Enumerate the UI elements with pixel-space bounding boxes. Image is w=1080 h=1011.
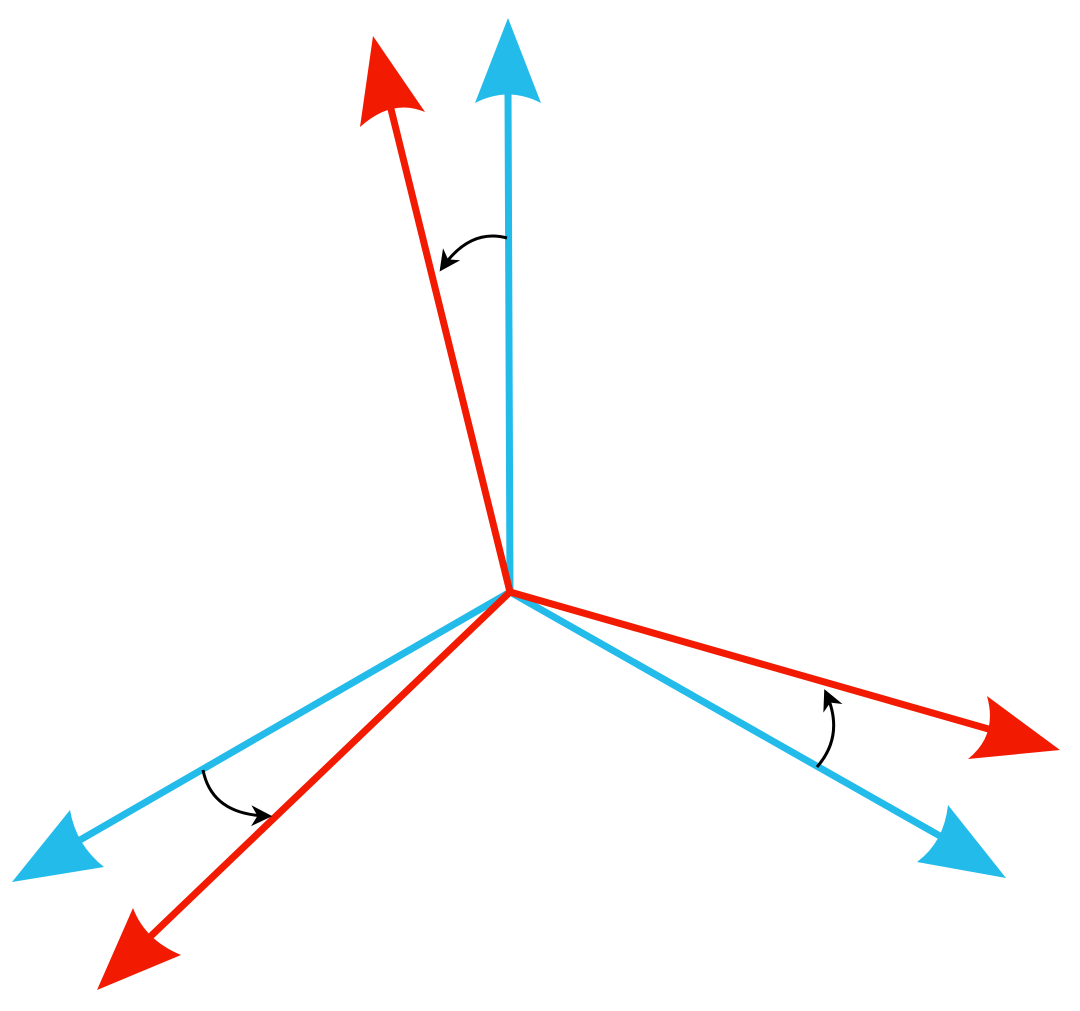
blue-axis-up [504,86,514,596]
rotation-arc-arrow-icon [201,769,273,827]
red-arrowhead-left [97,908,181,990]
rotated-axes [97,36,1060,990]
red-arrowhead-right [968,696,1060,759]
blue-arrowhead-left [12,810,104,882]
rotation-arc-arrow-icon [815,689,843,768]
original-axes [12,18,1006,882]
red-arrowhead-up [360,36,425,127]
blue-axis-right [506,588,944,840]
blue-arrowhead-right [917,805,1006,878]
red-axis-right [506,588,996,734]
blue-axis-left [76,588,514,844]
red-axis-up [386,101,514,596]
blue-arrowhead-up [475,18,541,103]
red-axis-left [148,588,514,939]
rotation-arrows [201,234,843,827]
rotation-arc-arrow-icon [439,234,508,272]
